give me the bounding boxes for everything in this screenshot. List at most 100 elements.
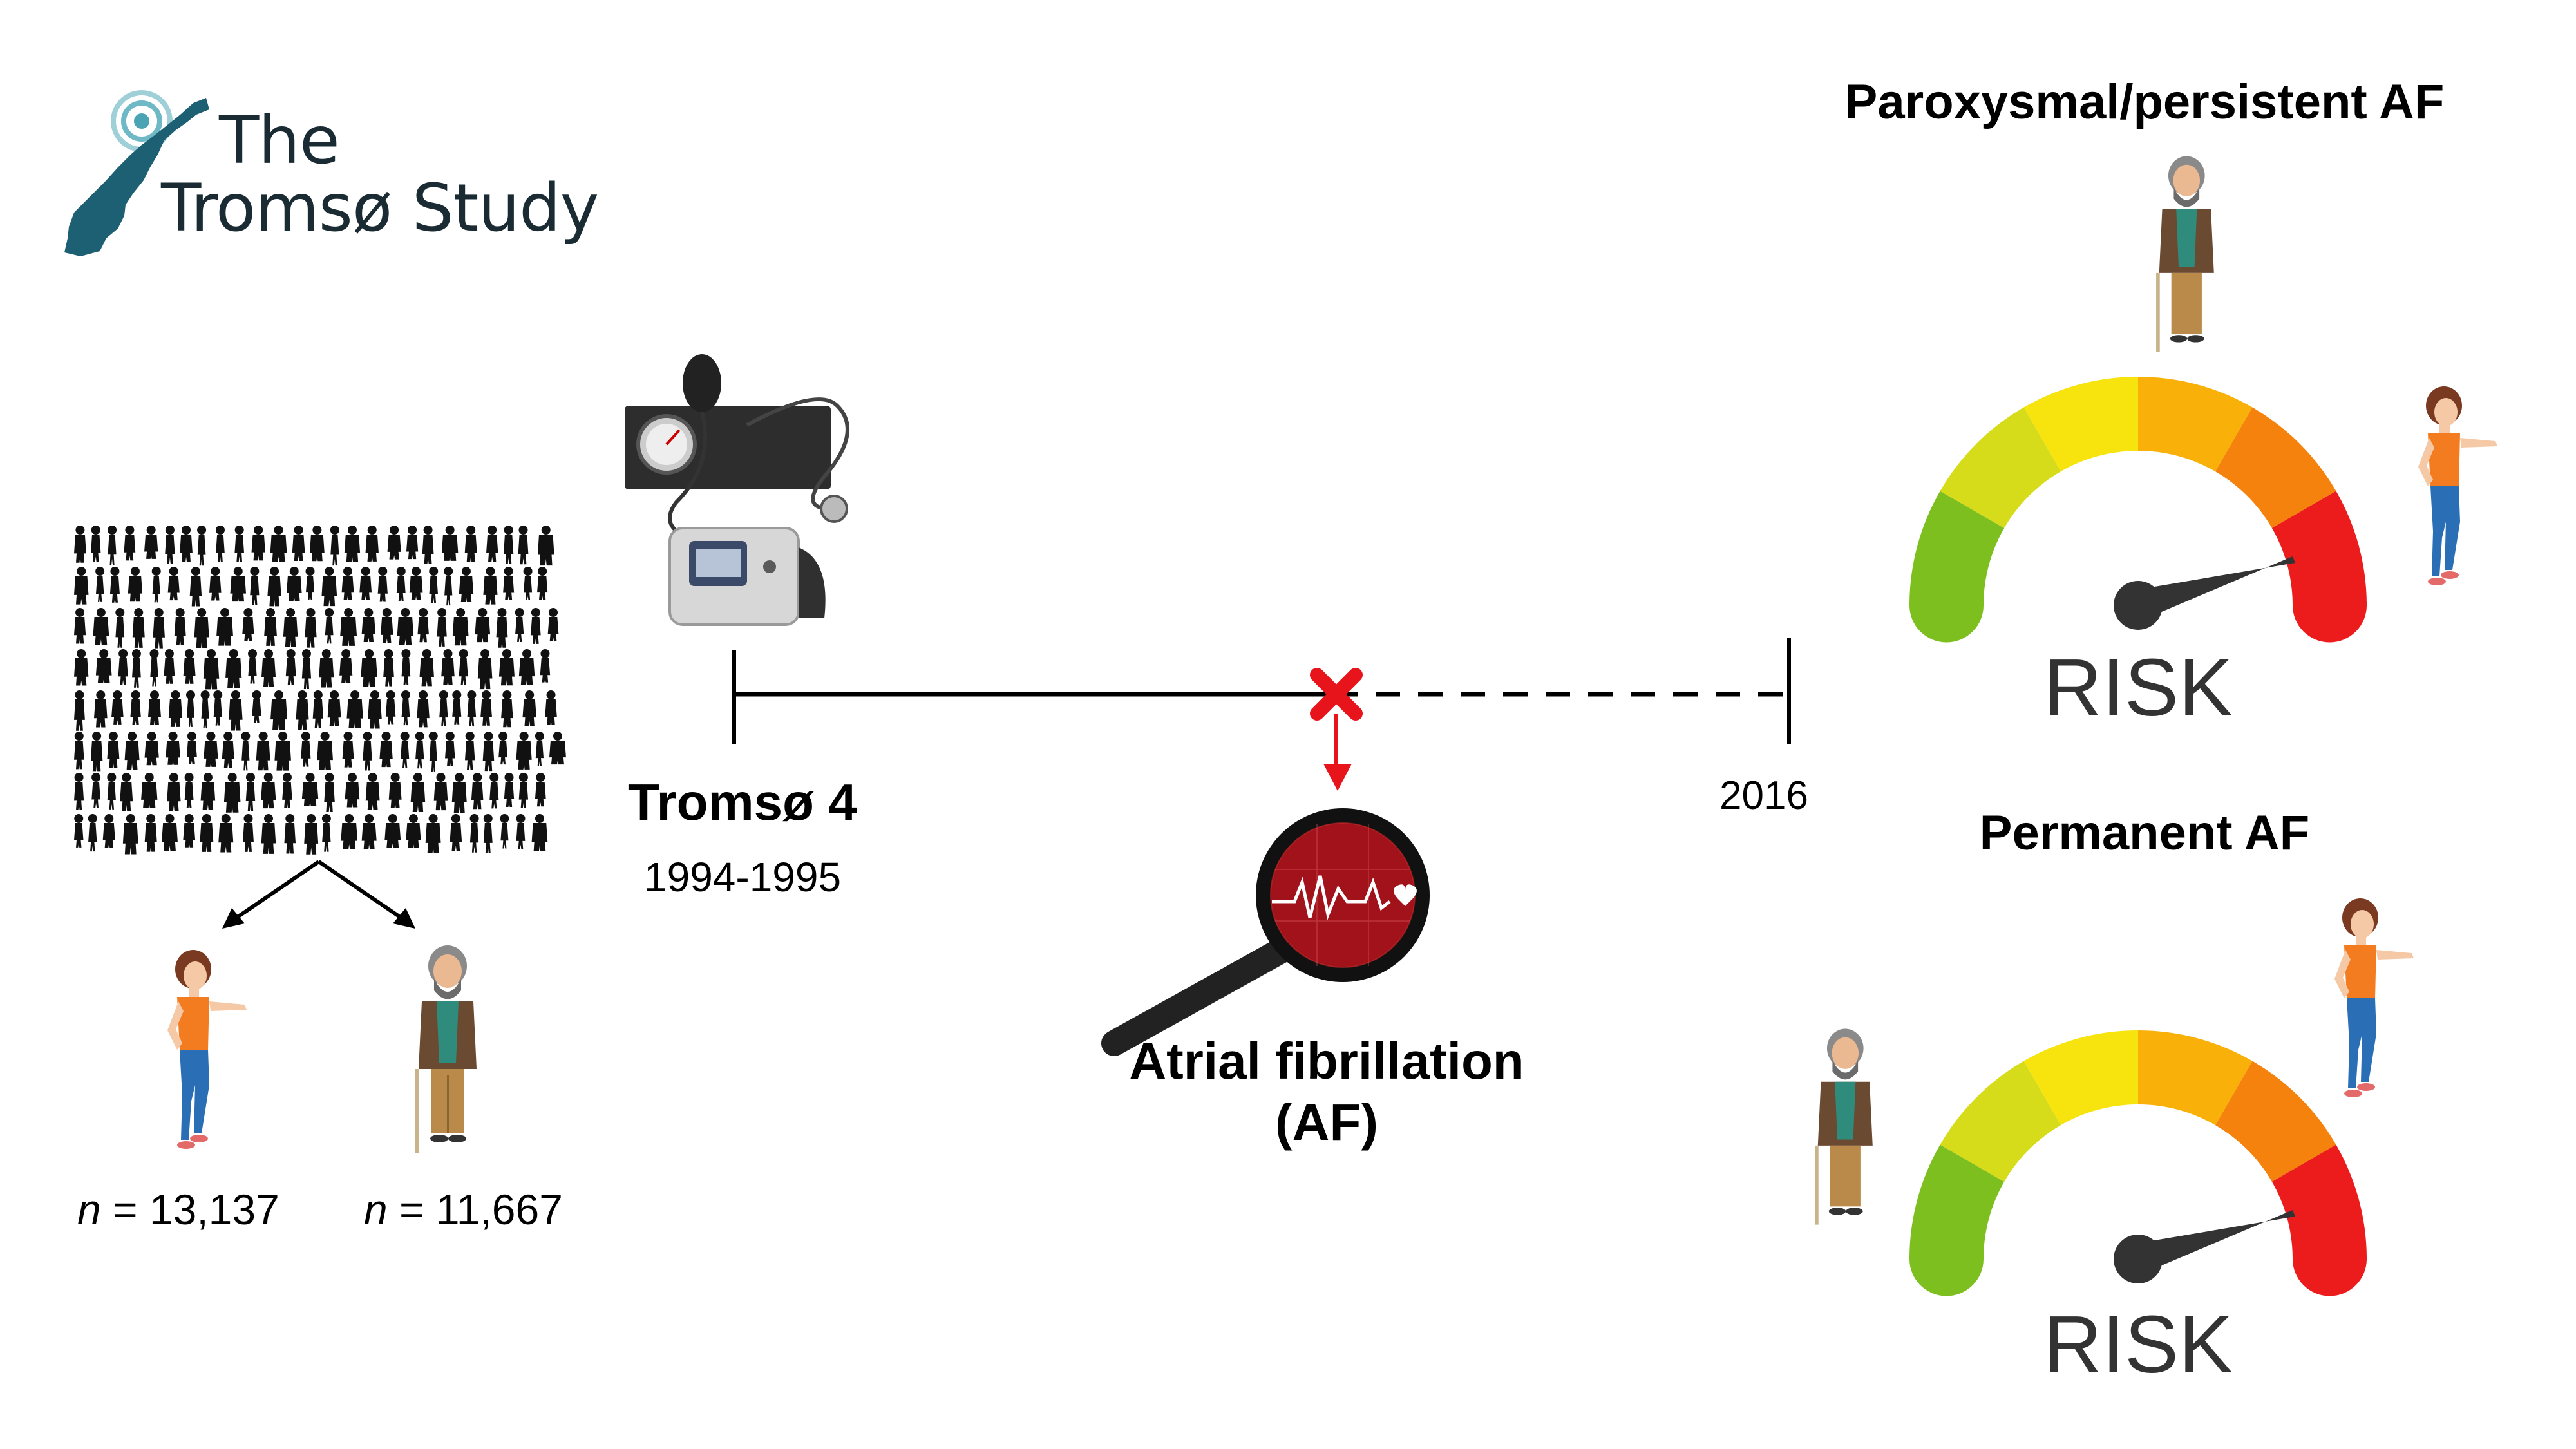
person-silhouette xyxy=(516,814,526,849)
person-silhouette xyxy=(200,773,216,810)
person-silhouette xyxy=(345,773,360,808)
person-silhouette xyxy=(341,567,354,600)
older-man-figure-icon xyxy=(2156,156,2214,352)
person-silhouette xyxy=(419,649,434,687)
older-man-figure-icon xyxy=(415,945,477,1153)
person-silhouette xyxy=(234,526,245,562)
person-silhouette xyxy=(467,690,477,726)
person-silhouette xyxy=(131,649,141,688)
person-silhouette xyxy=(483,567,498,605)
person-silhouette xyxy=(74,567,89,605)
person-silhouette xyxy=(450,814,462,851)
person-silhouette xyxy=(444,567,453,606)
person-silhouette xyxy=(379,732,393,768)
person-silhouette xyxy=(216,608,233,646)
person-silhouette xyxy=(74,526,86,563)
person-silhouette xyxy=(241,732,251,771)
person-silhouette xyxy=(283,608,298,647)
person-silhouette xyxy=(301,649,312,690)
person-silhouette xyxy=(417,690,430,728)
person-silhouette xyxy=(243,814,254,852)
person-silhouette xyxy=(164,649,175,684)
event-cross-icon xyxy=(1310,668,1363,721)
end-year-label: 2016 xyxy=(1719,773,1808,818)
norway-map-icon xyxy=(64,90,209,256)
split-arrows xyxy=(222,860,415,929)
person-silhouette xyxy=(469,814,479,853)
person-silhouette xyxy=(74,732,84,770)
person-silhouette xyxy=(261,773,276,809)
person-silhouette xyxy=(200,690,210,728)
person-silhouette xyxy=(475,608,491,643)
person-silhouette xyxy=(339,649,353,683)
risk-label-paroxysmal: RISK xyxy=(2043,642,2233,733)
person-silhouette xyxy=(459,567,474,603)
person-silhouette xyxy=(437,608,447,647)
risk-label-permanent: RISK xyxy=(2043,1299,2233,1390)
person-silhouette xyxy=(284,814,296,854)
person-silhouette xyxy=(223,773,241,813)
person-silhouette xyxy=(523,567,533,600)
person-silhouette xyxy=(489,773,499,809)
person-silhouette xyxy=(305,608,317,648)
person-silhouette xyxy=(305,567,315,600)
person-silhouette xyxy=(363,732,372,771)
person-silhouette xyxy=(385,690,396,724)
blood-pressure-monitor-icon xyxy=(625,354,849,626)
person-silhouette xyxy=(282,773,292,808)
person-silhouette xyxy=(422,526,434,564)
risk-gauge-permanent xyxy=(1909,1030,2367,1296)
person-silhouette xyxy=(166,732,180,765)
person-silhouette xyxy=(361,608,376,643)
person-silhouette xyxy=(95,567,105,602)
person-silhouette xyxy=(377,567,388,602)
person-silhouette xyxy=(340,608,357,646)
person-silhouette xyxy=(252,690,261,724)
person-silhouette xyxy=(74,608,86,644)
person-silhouette xyxy=(417,608,429,643)
person-silhouette xyxy=(406,526,419,560)
gauge-segment xyxy=(2023,377,2138,472)
person-silhouette xyxy=(144,526,158,559)
person-silhouette xyxy=(381,608,393,643)
person-silhouette xyxy=(261,649,276,687)
gauge-needle xyxy=(2134,556,2295,623)
panel-title-paroxysmal: Paroxysmal/persistent AF xyxy=(1844,75,2445,129)
person-silhouette xyxy=(535,732,544,766)
person-silhouette xyxy=(118,649,128,685)
person-silhouette xyxy=(545,690,557,726)
person-silhouette xyxy=(433,773,448,811)
person-silhouette xyxy=(518,526,529,565)
person-silhouette xyxy=(165,526,175,564)
person-silhouette xyxy=(174,608,186,645)
person-silhouette xyxy=(230,567,247,602)
outcome-label-line2: (AF) xyxy=(1275,1094,1378,1151)
person-silhouette xyxy=(189,567,202,607)
person-silhouette xyxy=(149,649,159,687)
person-silhouette xyxy=(162,814,178,851)
person-silhouette xyxy=(180,526,193,562)
crowd-silhouettes xyxy=(74,526,566,855)
gauge-segment xyxy=(2215,1061,2336,1182)
person-silhouette xyxy=(194,608,209,648)
person-silhouette xyxy=(203,649,220,690)
men-n-value: = 11,667 xyxy=(387,1186,563,1233)
person-silhouette xyxy=(503,567,515,600)
person-silhouette xyxy=(368,690,382,729)
older-man-figure-icon xyxy=(1815,1028,1873,1225)
person-silhouette xyxy=(327,690,341,726)
person-silhouette xyxy=(503,526,514,564)
person-silhouette xyxy=(531,608,541,644)
gauge-end-cap xyxy=(2293,568,2367,643)
person-silhouette xyxy=(88,814,97,852)
person-silhouette xyxy=(459,649,468,685)
person-silhouette xyxy=(264,608,277,646)
person-silhouette xyxy=(515,608,524,642)
person-silhouette xyxy=(242,608,254,641)
person-silhouette xyxy=(74,690,85,731)
person-silhouette xyxy=(122,814,138,855)
person-silhouette xyxy=(250,567,260,605)
person-silhouette xyxy=(383,649,394,687)
timeline xyxy=(732,638,1791,766)
baseline-years-label: 1994-1995 xyxy=(644,854,842,900)
